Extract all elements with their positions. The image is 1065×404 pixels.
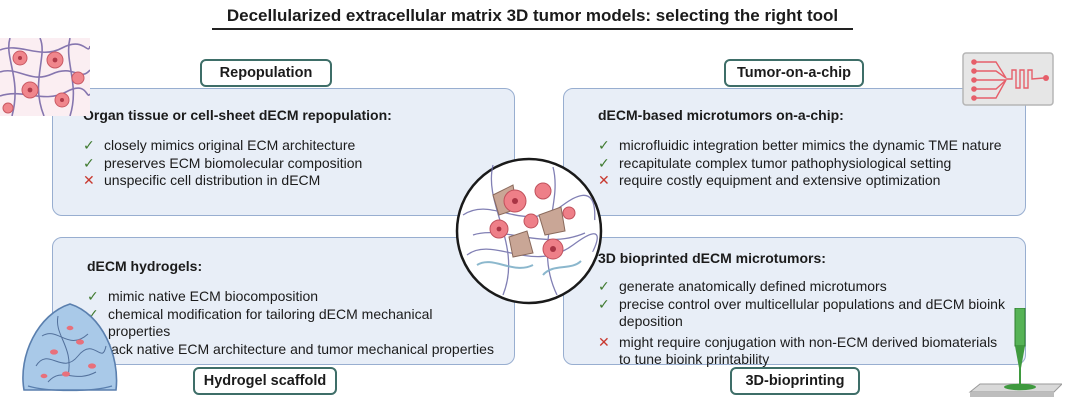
figure-title: Decellularized extracellular matrix 3D t… — [226, 6, 839, 25]
panel-bioprint-heading: 3D bioprinted dECM microtumors: — [598, 250, 826, 266]
title-underline — [212, 28, 853, 30]
check-icon: ✓ — [87, 305, 99, 322]
list-item-text: lack native ECM architecture and tumor m… — [108, 340, 494, 357]
panel-repopulation: Organ tissue or cell-sheet dECM repopula… — [52, 88, 515, 216]
check-icon: ✓ — [598, 137, 610, 153]
panel-hydrogel-heading: dECM hydrogels: — [87, 258, 203, 274]
list-item: ✕ unspecific cell distribution in dECM — [83, 172, 494, 190]
cross-icon: ✕ — [598, 333, 610, 350]
check-icon: ✓ — [598, 278, 610, 294]
panel-repopulation-heading: Organ tissue or cell-sheet dECM repopula… — [83, 107, 392, 123]
panel-hydrogel-list: ✓ mimic native ECM biocomposition ✓ chemic… — [87, 288, 494, 358]
bioprinter-nozzle-icon — [968, 308, 1062, 397]
cross-icon: ✕ — [598, 172, 610, 189]
list-item-text: precise control over multicellular popul… — [619, 295, 1005, 330]
label-repopulation: Repopulation — [200, 59, 332, 87]
list-item-text: might require conjugation with non-ECM d… — [619, 333, 998, 368]
list-item: ✕ require costly equipment and extensive … — [598, 172, 1005, 190]
list-item: ✓ generate anatomically defined microtumo… — [598, 278, 1011, 296]
panel-chip-list: ✓ microfluidic integration better mimics … — [598, 137, 1005, 190]
list-item-text: closely mimics original ECM architecture — [104, 137, 356, 153]
list-item-text: unspecific cell distribution in dECM — [104, 172, 321, 189]
list-item: ✕ might require conjugation with non-ECM … — [598, 334, 1011, 369]
ecm-fiber-network-icon — [0, 38, 90, 116]
panel-repopulation-list: ✓ closely mimics original ECM architectur… — [83, 137, 494, 190]
list-item: ✓ chemical modification for tailoring dEC… — [87, 306, 494, 341]
check-icon: ✓ — [598, 154, 610, 171]
list-item-text: recapitulate complex tumor pathophysiolo… — [619, 154, 952, 171]
list-item: ✓ closely mimics original ECM architectur… — [83, 137, 494, 155]
panel-chip-heading: dECM-based microtumors on-a-chip: — [598, 107, 844, 123]
panel-chip: dECM-based microtumors on-a-chip: ✓ micro… — [563, 88, 1026, 216]
check-icon: ✓ — [87, 288, 99, 304]
tumor-microenvironment-circle-icon — [455, 157, 603, 305]
list-item-text: preserves ECM biomolecular composition — [104, 154, 363, 171]
panel-bioprint: 3D bioprinted dECM microtumors: ✓ generat… — [563, 237, 1026, 367]
list-item-text: microfluidic integration better mimics t… — [619, 137, 1002, 153]
list-item-text: mimic native ECM biocomposition — [108, 288, 319, 304]
list-item: ✓ preserves ECM biomolecular composition — [83, 155, 494, 173]
check-icon: ✓ — [598, 295, 610, 312]
list-item: ✓ mimic native ECM biocomposition — [87, 288, 494, 306]
list-item-text: chemical modification for tailoring dECM… — [108, 305, 433, 340]
label-tumor-on-a-chip: Tumor-on-a-chip — [724, 59, 864, 87]
list-item: ✓ precise control over multicellular popu… — [598, 296, 1011, 331]
list-item: ✓ recapitulate complex tumor pathophysiol… — [598, 155, 1005, 173]
label-3d-bioprinting: 3D-bioprinting — [730, 367, 860, 395]
check-icon: ✓ — [83, 154, 95, 171]
cross-icon: ✕ — [83, 172, 95, 189]
label-hydrogel-scaffold: Hydrogel scaffold — [193, 367, 337, 395]
list-item: ✕lack native ECM architecture and tumor … — [87, 341, 494, 359]
list-item-text: require costly equipment and extensive o… — [619, 172, 941, 189]
hydrogel-dome-icon — [22, 303, 118, 392]
panel-bioprint-list: ✓ generate anatomically defined microtumo… — [598, 278, 1011, 369]
list-item-text: generate anatomically defined microtumor… — [619, 278, 887, 294]
list-item: ✓ microfluidic integration better mimics … — [598, 137, 1005, 155]
check-icon: ✓ — [83, 137, 95, 153]
microfluidic-chip-icon — [962, 52, 1054, 106]
